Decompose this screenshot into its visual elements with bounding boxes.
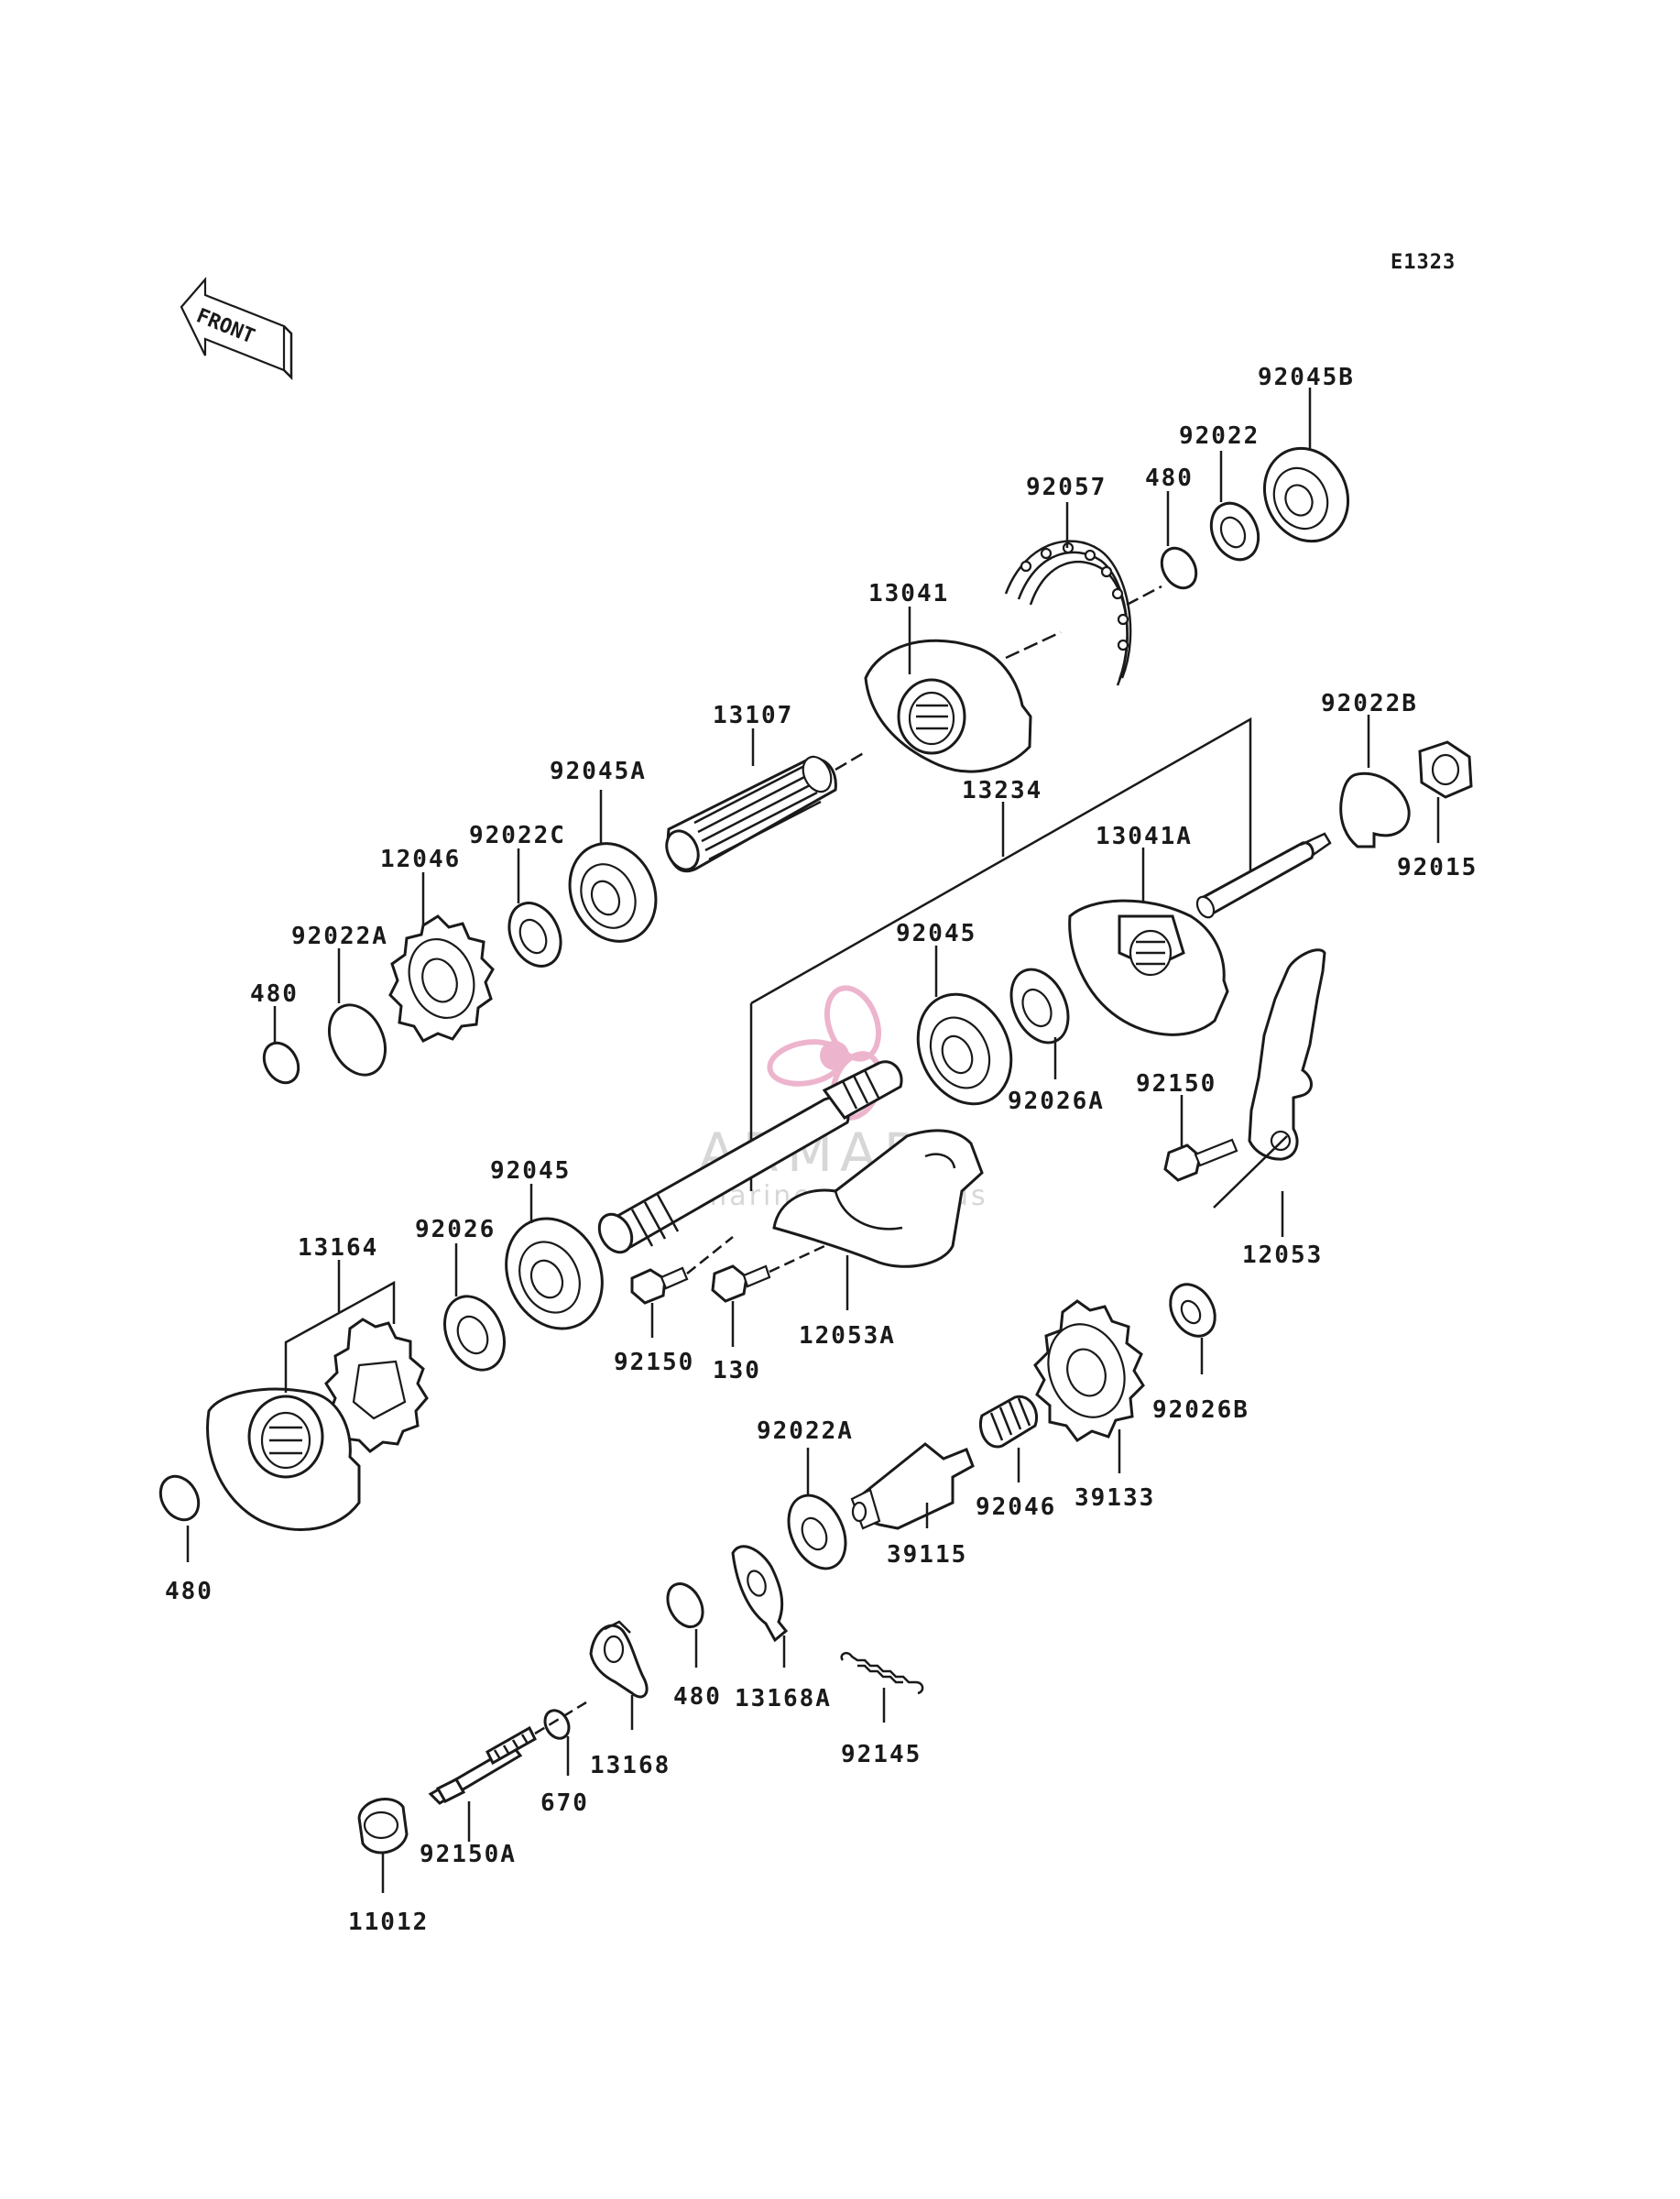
label-92150A: 92150A [420,1841,517,1868]
label-92045-upper: 92045 [896,920,976,947]
part-92145-spring [840,1651,924,1695]
label-92022B: 92022B [1321,690,1418,717]
label-92045-lower: 92045 [490,1157,571,1185]
label-92026B: 92026B [1152,1396,1249,1424]
part-670-oring [543,1709,571,1740]
part-13164-cam [206,1387,361,1531]
part-13234-shift-shaft [1195,832,1332,919]
front-arrow-icon: FRONT [180,277,293,381]
label-92150-right: 92150 [1136,1070,1216,1098]
part-92045A-bearing [568,842,658,943]
part-92026B-washer [1169,1283,1216,1338]
part-13168-pawl [589,1620,649,1699]
part-480-circlip-left [262,1041,300,1085]
label-13234: 13234 [962,777,1042,804]
label-13168A: 13168A [735,1685,832,1712]
part-92045-bearing-lower [505,1217,604,1330]
part-92057-chain [1004,540,1162,686]
part-92046-needle-bearing [979,1395,1038,1449]
diagram-code: E1323 [1391,251,1456,274]
part-92150-bolt-right [1163,1138,1238,1182]
label-92045A: 92045A [550,758,647,785]
part-480-circlip-lowerleft [158,1474,201,1522]
label-480-top: 480 [1145,465,1194,492]
label-39115: 39115 [887,1541,967,1569]
label-13164: 13164 [298,1234,378,1262]
label-11012: 11012 [348,1909,429,1936]
label-39133: 39133 [1075,1484,1155,1512]
part-92150-bolt-lower [630,1236,734,1305]
part-11012-cap [357,1798,409,1854]
label-92150-lower: 92150 [614,1349,694,1376]
part-13041-cam [864,639,1032,773]
part-output-shaft [597,1060,903,1254]
label-92022: 92022 [1179,422,1260,450]
part-92015-nut [1418,740,1473,799]
label-12053: 12053 [1242,1242,1323,1269]
label-13041: 13041 [868,580,949,607]
part-39133-gear [1033,1299,1145,1443]
label-670: 670 [540,1789,589,1817]
label-13168: 13168 [590,1752,671,1779]
part-92026-washer [443,1295,506,1372]
part-39115-shaft [850,1442,975,1530]
part-92150A-shaft [428,1701,587,1805]
part-92022A-washer-top [328,1003,387,1077]
part-480-circlip-top [1160,546,1198,590]
part-92022-washer [1209,501,1260,562]
label-13107: 13107 [713,702,793,729]
label-480-lowermid: 480 [673,1683,722,1711]
label-92015: 92015 [1397,854,1478,881]
part-92022B-washer [1339,771,1411,848]
part-13164-sprocket [324,1318,429,1453]
label-92022A-top: 92022A [291,923,388,950]
label-92045B: 92045B [1258,364,1355,391]
part-92022C-washer [507,902,562,968]
part-92045B-bearing [1262,446,1350,543]
part-92022A-washer-lower [787,1493,847,1570]
part-130-bolt [711,1244,825,1303]
label-92046: 92046 [976,1493,1056,1521]
part-13107-shaft [665,749,867,873]
label-92026: 92026 [415,1216,496,1243]
part-13041A-cam [1068,899,1229,1036]
part-92026A-washer [1009,968,1070,1045]
label-130: 130 [713,1357,761,1384]
part-12053-shift-arm [1248,948,1326,1161]
label-12053A: 12053A [799,1322,896,1350]
label-92022C: 92022C [469,822,566,849]
part-13168A-lever [731,1545,789,1643]
label-12046: 12046 [380,846,461,873]
label-92026A: 92026A [1008,1088,1105,1115]
part-12046-sprocket [388,914,495,1043]
label-13041A: 13041A [1096,823,1193,850]
label-480-lowerleft: 480 [165,1578,213,1605]
part-12053A-fork-bracket [772,1129,984,1268]
label-92022A-lower: 92022A [757,1417,854,1445]
label-92057: 92057 [1026,474,1107,501]
part-480-circlip-lowermid [666,1582,704,1628]
label-92145: 92145 [841,1741,922,1768]
part-92045-bearing-upper [916,992,1013,1106]
label-480-left: 480 [250,980,299,1008]
